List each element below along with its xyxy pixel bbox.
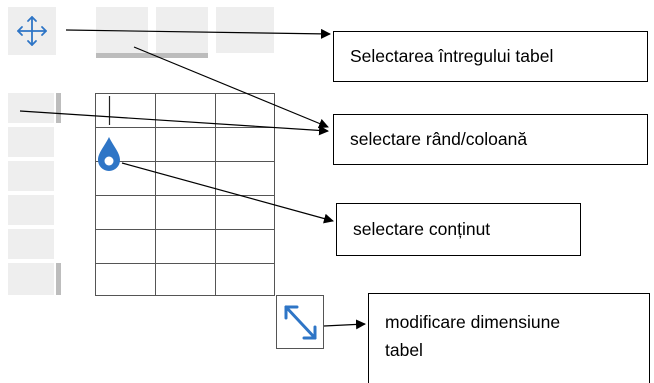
label-select-content-text: selectare conținut (353, 218, 491, 239)
diagonal-resize-icon (284, 305, 317, 340)
arrow-to-select-table (65, 28, 331, 39)
row-handle-1[interactable] (8, 93, 54, 123)
label-resize-line1: modificare dimensiune (385, 312, 561, 332)
row-handle-6[interactable] (8, 263, 54, 295)
label-select-row-col-text: selectare rând/coloană (350, 128, 528, 149)
column-handle-2[interactable] (156, 7, 208, 53)
label-select-content: selectare conținut (336, 203, 581, 256)
drop-pin-icon[interactable] (95, 135, 123, 173)
row-handle-selected-bar (56, 93, 61, 123)
row-handle-5[interactable] (8, 229, 54, 259)
column-handle-selected-bar (96, 53, 208, 58)
arrow-column-to-row-col (133, 46, 329, 129)
row-handle-3[interactable] (8, 161, 54, 191)
label-select-table: Selectarea întregului tabel (333, 31, 648, 82)
row-handle-4[interactable] (8, 195, 54, 225)
label-resize-table: modificare dimensiune tabel (368, 293, 650, 383)
resize-handle[interactable] (276, 295, 324, 349)
arrow-to-resize-label (323, 319, 366, 330)
arrow-row-to-row-col (19, 110, 329, 136)
move-arrows-icon[interactable] (8, 7, 56, 55)
table-grid (95, 93, 275, 296)
arrow-to-select-content (121, 162, 334, 224)
label-select-table-text: Selectarea întregului tabel (350, 45, 554, 66)
column-handle-3[interactable] (216, 7, 274, 53)
label-select-row-col: selectare rând/coloană (333, 114, 648, 165)
row-handle-bar (56, 263, 61, 295)
label-resize-line2: tabel (385, 340, 423, 360)
row-handle-2[interactable] (8, 127, 54, 157)
